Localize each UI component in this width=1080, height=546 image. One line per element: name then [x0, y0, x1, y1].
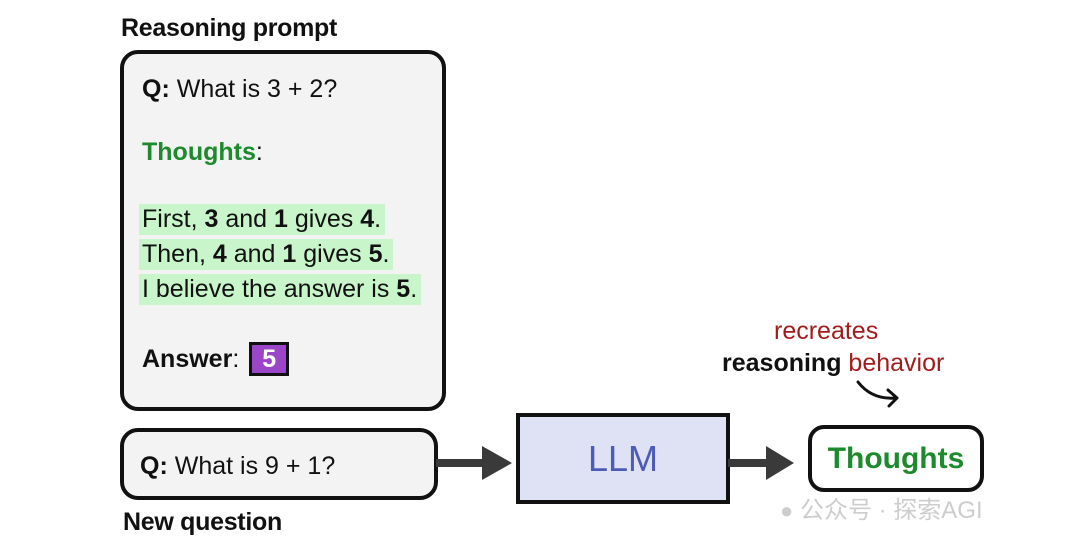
thoughts-heading: Thoughts:: [142, 138, 263, 166]
new-question-box: Q: What is 9 + 1?: [120, 428, 438, 500]
thought-line-1: First, 3 and 1 gives 4.: [139, 204, 386, 235]
answer-row: Answer: 5: [142, 342, 290, 376]
example-question: Q: What is 3 + 2?: [142, 77, 337, 102]
wechat-icon: ●: [780, 498, 794, 523]
new-q-label: Q:: [140, 452, 168, 480]
llm-box: LLM: [516, 413, 730, 504]
annotation-recreates: recreates: [774, 317, 879, 345]
q-text: What is 3 + 2?: [169, 75, 338, 103]
new-question-heading: New question: [123, 508, 282, 536]
thoughts-label: Thoughts: [142, 138, 256, 166]
answer-badge: 5: [249, 342, 290, 376]
new-q-text: What is 9 + 1?: [167, 452, 336, 480]
output-thoughts-box: Thoughts: [808, 425, 984, 492]
curved-arrow-icon: [856, 380, 899, 408]
answer-label: Answer: [142, 345, 233, 373]
reasoning-prompt-box: Q: What is 3 + 2? Thoughts: First, 3 and…: [120, 50, 446, 411]
reasoning-prompt-heading: Reasoning prompt: [121, 14, 338, 42]
annotation-reasoning-behavior: reasoning behavior: [722, 349, 945, 377]
new-question-text: Q: What is 9 + 1?: [140, 454, 335, 479]
thought-line-2: Then, 4 and 1 gives 5.: [139, 239, 394, 270]
q-label: Q:: [142, 75, 170, 103]
arrow-to-llm: [436, 446, 512, 480]
thought-line-3: I believe the answer is 5.: [139, 274, 422, 305]
arrow-to-thoughts: [728, 446, 794, 480]
watermark: ● 公众号 · 探索AGI: [780, 497, 983, 524]
